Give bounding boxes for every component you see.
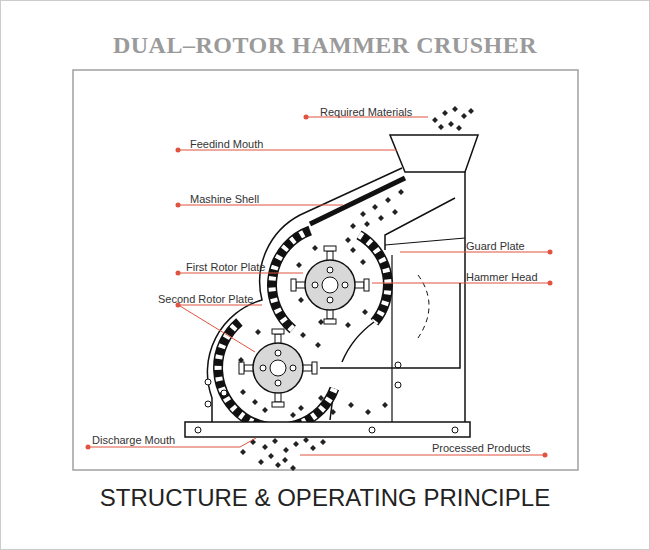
liner-gap [218, 322, 334, 428]
part-label: Second Rotor Plate [158, 293, 253, 305]
part-label: Discharge Mouth [92, 434, 175, 446]
part-label-box: Discharge Mouth [92, 430, 175, 448]
diagram-caption: STRUCTURE & OPERATING PRINCIPLE [100, 484, 550, 511]
liner [218, 322, 334, 428]
part-label: Processed Products [432, 442, 530, 454]
guard-arc [418, 275, 429, 338]
base-holes [195, 427, 458, 433]
hammer-bracket [320, 283, 460, 368]
part-label-box: Feedind Mouth [190, 134, 263, 152]
liner [272, 231, 310, 330]
part-label: Feedind Mouth [190, 138, 263, 150]
diagram-title: DUAL–ROTOR HAMMER CRUSHER [113, 32, 537, 58]
leader-lines [88, 117, 550, 455]
material-particles [238, 106, 474, 471]
feed-hopper [390, 135, 478, 172]
leader-dots [86, 115, 553, 458]
part-label-box: Guard Plate [466, 236, 525, 254]
rotor [239, 329, 317, 407]
body-wall [464, 172, 466, 422]
part-label: Guard Plate [466, 240, 525, 252]
liner [359, 235, 388, 322]
part-label-box: First Rotor Plate [186, 257, 265, 275]
shell-liner [310, 178, 405, 224]
liner-gap [359, 235, 388, 322]
frame [73, 70, 578, 470]
part-label-box: Hammer Head [466, 267, 538, 285]
part-label-box: Processed Products [432, 438, 530, 456]
diagram-caption-box: STRUCTURE & OPERATING PRINCIPLE [0, 484, 650, 512]
part-label-box: Mashine Shell [190, 189, 259, 207]
part-label: Required Materials [320, 106, 412, 118]
part-label: First Rotor Plate [186, 261, 265, 273]
base-frame [185, 422, 470, 437]
part-label: Hammer Head [466, 271, 538, 283]
part-label-box: Second Rotor Plate [158, 289, 253, 307]
part-label: Mashine Shell [190, 193, 259, 205]
liner-gap [272, 231, 310, 330]
rotor [291, 246, 369, 324]
part-label-box: Required Materials [320, 102, 412, 120]
guard-plate [385, 238, 465, 422]
diagram-title-box: DUAL–ROTOR HAMMER CRUSHER [0, 32, 650, 59]
chute-wall [385, 198, 455, 250]
